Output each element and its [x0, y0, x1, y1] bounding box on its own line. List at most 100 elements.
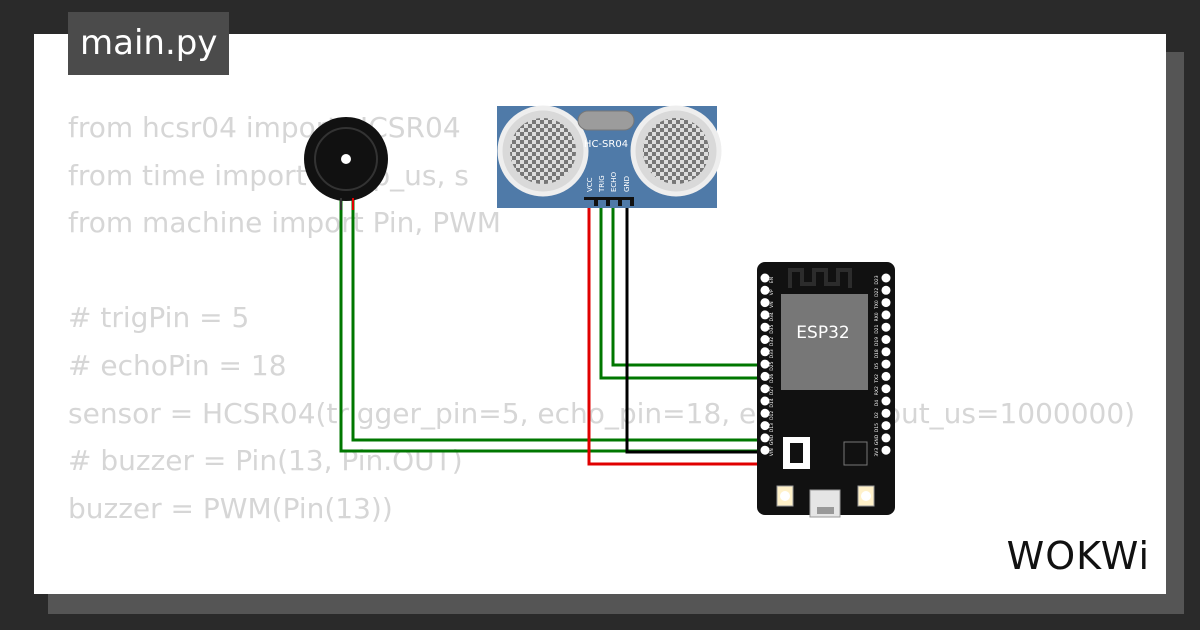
board-pin[interactable]	[881, 359, 891, 369]
board-pin[interactable]	[881, 408, 891, 418]
sensor-crystal	[577, 110, 635, 131]
board-pin[interactable]	[760, 445, 770, 455]
sensor-pin-label-vcc: VCC	[586, 177, 594, 192]
buzzer-signal-wire[interactable]	[351, 199, 765, 442]
board-pin[interactable]	[760, 322, 770, 332]
board-pin-label: D22	[874, 288, 880, 297]
board-pin[interactable]	[881, 445, 891, 455]
board-pin[interactable]	[881, 298, 891, 308]
code-block: from hcsr04 import HCSR04 from time impor…	[68, 104, 1143, 532]
board-pin[interactable]	[760, 371, 770, 381]
board-pin[interactable]	[760, 285, 770, 295]
boot-button-cap	[861, 491, 871, 501]
code-line: from machine import Pin, PWM	[68, 206, 501, 240]
board-pin[interactable]	[881, 371, 891, 381]
board-pin[interactable]	[760, 347, 770, 357]
board-pin-label: RX0	[874, 312, 880, 321]
sensor-ground-wire[interactable]	[625, 205, 765, 454]
buzzer-ring	[314, 127, 378, 191]
code-line: from time import sleep_us, s	[68, 158, 469, 192]
board-pin-label: D4	[874, 400, 880, 406]
board-pin-label: D15	[874, 423, 880, 432]
sensor-header	[584, 197, 634, 206]
board-pin-label: D33	[769, 349, 775, 358]
code-line: # trigPin = 5	[68, 301, 250, 335]
board-pin[interactable]	[881, 310, 891, 320]
board-pin-label: D34	[769, 312, 775, 321]
board-pin[interactable]	[760, 433, 770, 443]
board-pin[interactable]	[760, 396, 770, 406]
board-pin-label: D18	[874, 349, 880, 358]
board-pin-label: D27	[769, 386, 775, 395]
micro-usb-opening	[817, 507, 834, 514]
board-pin-label: 3V3	[874, 448, 880, 457]
board-pin-label: TX2	[874, 374, 880, 384]
board-pin[interactable]	[760, 421, 770, 431]
board-pin[interactable]	[760, 310, 770, 320]
board-pin-label: VIN	[769, 448, 775, 456]
sensor-pin-label-gnd: GND	[623, 176, 631, 192]
sensor-pin-label-trig: TRIG	[598, 175, 606, 193]
board-pin[interactable]	[881, 347, 891, 357]
sensor-label: HC-SR04	[584, 139, 628, 150]
code-line: sensor = HCSR04(trigger_pin=5, echo_pin=…	[68, 396, 1136, 430]
board-pin[interactable]	[881, 421, 891, 431]
board-pin-label: D26	[769, 374, 775, 383]
board-pin-label: GND	[874, 434, 880, 445]
board-pin-label: D23	[874, 275, 880, 284]
board-pin[interactable]	[881, 273, 891, 283]
board-pin-label: TX0	[874, 300, 880, 310]
board-pin[interactable]	[760, 335, 770, 344]
sensor-vcc-wire[interactable]	[587, 205, 765, 466]
board-pin-label: D5	[874, 363, 880, 369]
board-pin[interactable]	[881, 322, 891, 332]
right-pin-row: D23D22TX0RX0D21D19D18D5TX2RX2D4D2D15GND3…	[874, 273, 891, 457]
board-pin-label: D19	[874, 337, 880, 346]
buzzer-hole	[341, 154, 351, 164]
antenna-trace	[788, 268, 852, 288]
board-pin-label: D13	[769, 423, 775, 432]
board-pin-label: RX2	[874, 386, 880, 395]
board-pin[interactable]	[760, 273, 770, 283]
code-line: buzzer = PWM(Pin(13))	[68, 491, 393, 525]
board-pin-label: D14	[769, 398, 775, 407]
board-pin-label: D25	[769, 361, 775, 370]
wokwi-logo: WOKWi	[1006, 534, 1150, 578]
board-pin[interactable]	[760, 359, 770, 369]
board-pin[interactable]	[881, 396, 891, 406]
board-pin[interactable]	[881, 384, 891, 394]
buzzer-component[interactable]	[304, 117, 388, 210]
board-pin[interactable]	[760, 384, 770, 394]
board-pin-label: D35	[769, 324, 775, 333]
micro-usb-port	[809, 489, 841, 518]
board-pin[interactable]	[760, 298, 770, 308]
code-line: from hcsr04 import HCSR04	[68, 111, 461, 144]
board-pin-label: D12	[769, 411, 775, 420]
esp32-module-shield	[781, 294, 868, 390]
sensor-pin-label-echo: ECHO	[610, 171, 618, 192]
sensor-left-transducer-mesh	[510, 118, 576, 184]
esp32-board[interactable]: ESP32 ENVPVND34D35D32D33D25D26D27D14D12D…	[757, 262, 895, 518]
board-pin-label: VN	[769, 301, 775, 307]
esp32-label: ESP32	[796, 323, 849, 343]
board-pin[interactable]	[881, 433, 891, 443]
code-line: # echoPin = 18	[68, 348, 287, 382]
board-pin-label: GND	[769, 434, 775, 445]
board-pin[interactable]	[881, 285, 891, 295]
en-button-cap	[780, 491, 790, 501]
regulator-inner	[790, 443, 803, 463]
board-pin-label: D32	[769, 337, 775, 346]
board-pin-label: D21	[874, 324, 880, 333]
buzzer-ground-wire[interactable]	[339, 199, 765, 453]
board-pin[interactable]	[760, 408, 770, 418]
ultrasonic-sensor[interactable]: HC-SR04 VCC TRIG ECHO GND	[497, 105, 722, 208]
sensor-right-transducer-mesh	[643, 118, 709, 184]
board-pin-label: VP	[769, 289, 775, 295]
file-tab[interactable]: main.py	[68, 12, 230, 75]
board-pin-label: EN	[769, 277, 775, 283]
usb-chip	[843, 441, 868, 466]
board-pin[interactable]	[881, 335, 891, 344]
